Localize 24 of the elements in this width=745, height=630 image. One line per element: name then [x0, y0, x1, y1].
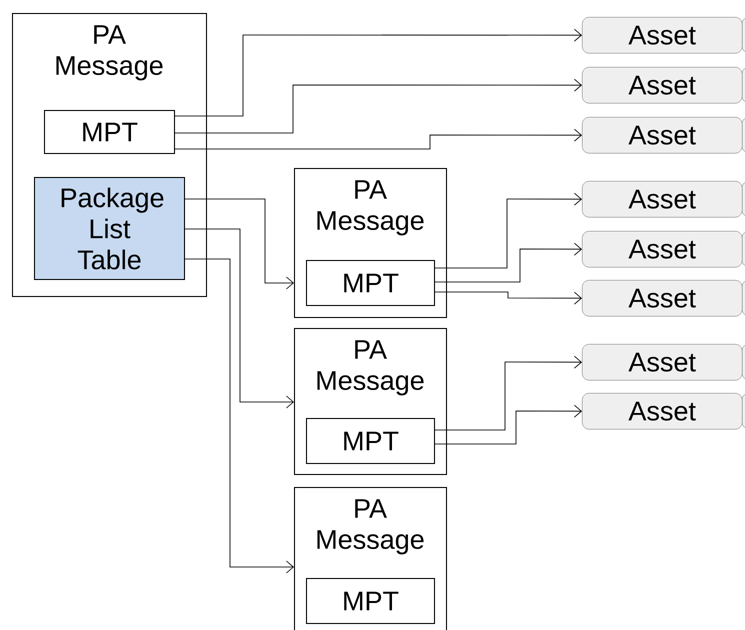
asset-box: Asset	[582, 392, 745, 430]
asset-box: Asset	[582, 116, 745, 154]
arrow	[434, 404, 582, 444]
arrow	[174, 78, 582, 134]
arrow	[174, 128, 582, 150]
asset-box: Asset	[582, 180, 745, 218]
arrow	[184, 228, 294, 408]
mpt-box: MPT	[306, 578, 435, 624]
arrow	[174, 28, 582, 116]
arrow	[434, 242, 582, 282]
arrow	[184, 198, 294, 290]
arrow	[184, 258, 294, 574]
mpt-box: MPT	[44, 110, 175, 154]
mpt-box: MPT	[306, 260, 435, 306]
arrow	[434, 292, 582, 305]
arrow	[434, 356, 582, 430]
table-box: Package List Table	[34, 177, 185, 280]
asset-box: Asset	[582, 280, 745, 316]
mpt-box: MPT	[306, 418, 435, 464]
asset-box: Asset	[582, 66, 745, 104]
asset-box: Asset	[582, 16, 745, 54]
asset-box: Asset	[582, 344, 745, 380]
arrow	[434, 192, 582, 268]
asset-box: Asset	[582, 230, 745, 268]
